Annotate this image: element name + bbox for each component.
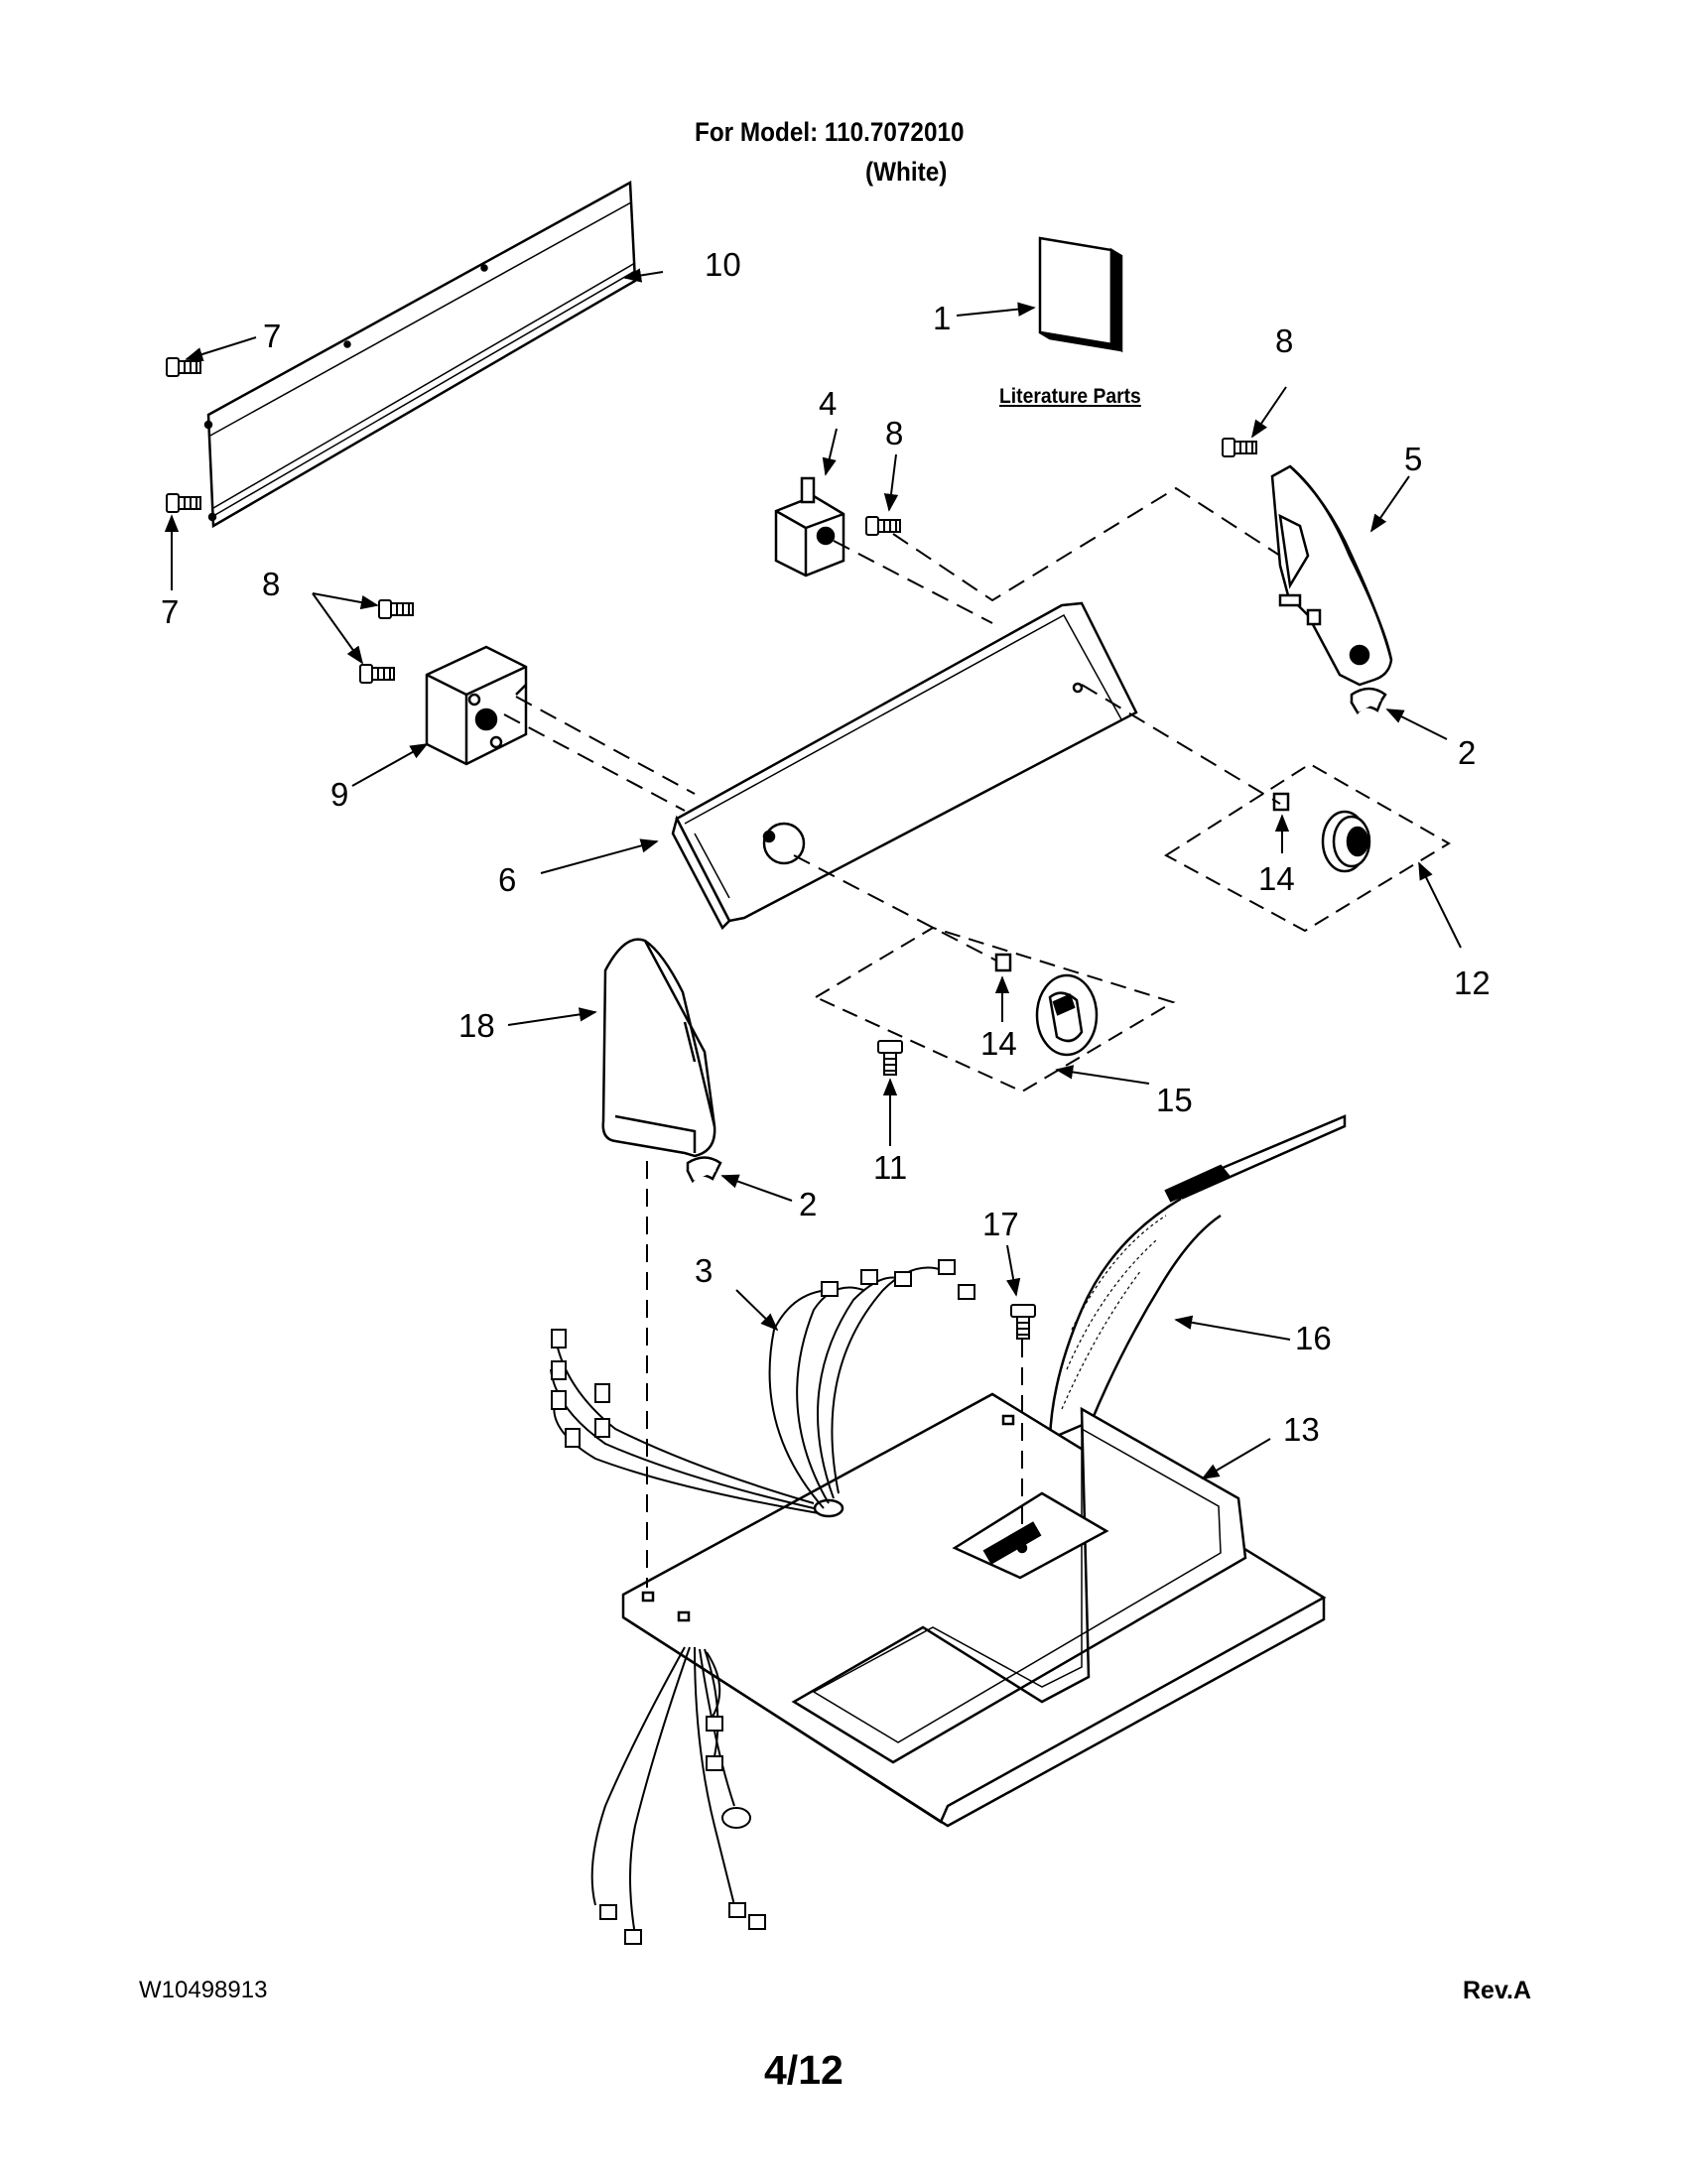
callout-16: 16 (1295, 1320, 1332, 1356)
callout-8-left: 8 (262, 566, 280, 602)
callout-2-left: 2 (799, 1186, 817, 1222)
revision-label: Rev.A (1463, 1977, 1532, 2004)
lint-duct-part (1048, 1114, 1347, 1441)
callout-1: 1 (933, 300, 951, 336)
callout-4: 4 (819, 385, 837, 422)
callout-10: 10 (705, 246, 741, 283)
callout-12: 12 (1454, 964, 1491, 1001)
callout-18: 18 (458, 1007, 495, 1044)
literature-booklet-part (1038, 236, 1123, 353)
wiring-harness-part (550, 1259, 975, 1945)
model-color: (White) (865, 157, 948, 187)
callout-14-right: 14 (1258, 860, 1295, 897)
knob-assembly-center (813, 926, 1176, 1093)
callout-8-center: 8 (885, 415, 903, 451)
callout-8-right: 8 (1275, 322, 1293, 359)
callout-11: 11 (873, 1149, 907, 1186)
assembly-guide-lines (503, 486, 1281, 1588)
callout-2-right: 2 (1458, 734, 1476, 771)
callout-14-center: 14 (980, 1025, 1017, 1062)
model-title: For Model: 110.7072010 (695, 117, 965, 147)
callout-9: 9 (330, 776, 348, 813)
callout-5: 5 (1404, 441, 1422, 477)
end-cap-left-part (601, 938, 716, 1158)
callout-labels: 1 2 2 3 4 5 6 7 7 8 8 8 9 10 11 12 13 14… (161, 246, 1491, 1448)
knob-assembly-right (1164, 762, 1451, 933)
page-number: 4/12 (764, 2047, 844, 2093)
callout-7-bottom: 7 (161, 593, 179, 630)
callout-6: 6 (498, 861, 516, 898)
callout-arrows (164, 268, 1462, 1479)
end-cap-right-part (1270, 464, 1393, 687)
console-panel-part (671, 601, 1138, 931)
back-panel-part (203, 180, 637, 529)
callout-7-top: 7 (263, 318, 281, 354)
timer-part (425, 645, 528, 766)
top-panel-part (621, 1392, 1327, 1828)
clip-parts (686, 687, 1387, 1184)
callout-3: 3 (695, 1252, 713, 1289)
document-number: W10498913 (139, 1977, 268, 2003)
switch-part (774, 476, 845, 578)
screw-parts (166, 357, 1257, 1340)
callout-17: 17 (982, 1206, 1019, 1242)
literature-parts-label: Literature Parts (999, 385, 1141, 408)
callout-13: 13 (1283, 1411, 1320, 1448)
callout-15: 15 (1156, 1082, 1193, 1118)
